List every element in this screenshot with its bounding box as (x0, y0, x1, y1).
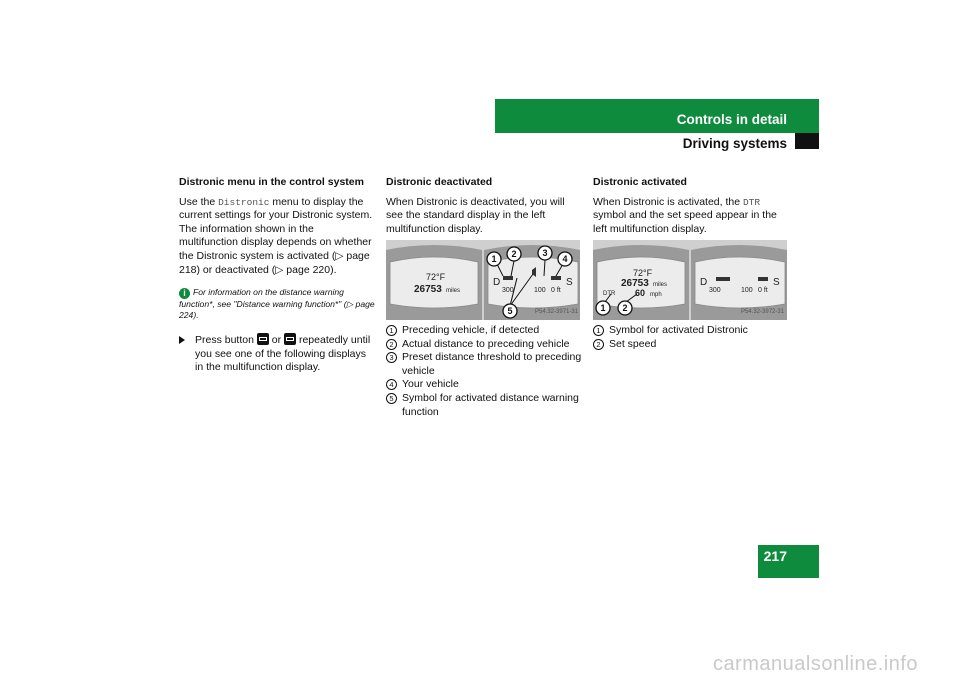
dtr-symbol: DTR (742, 196, 761, 208)
display-button-prev-icon (284, 333, 297, 346)
odometer-unit: miles (446, 288, 460, 294)
section-title: Controls in detail (676, 112, 787, 127)
column-activated: Distronic activated When Distronic is ac… (593, 176, 789, 236)
svg-text:300: 300 (502, 287, 514, 294)
svg-text:mph: mph (650, 292, 662, 298)
svg-text:3: 3 (542, 248, 547, 258)
svg-text:1: 1 (600, 303, 605, 313)
svg-text:2: 2 (622, 303, 627, 313)
step-arrow-icon (179, 336, 185, 345)
svg-text:5: 5 (507, 306, 512, 316)
paragraph-deactivated: When Distronic is deactivated, you will … (386, 195, 565, 235)
odometer-readout: 26753 (414, 284, 442, 295)
svg-text:4: 4 (562, 254, 567, 264)
svg-text:100: 100 (741, 287, 753, 294)
heading-deactivated: Distronic deactivated (386, 176, 493, 188)
svg-text:miles: miles (653, 282, 667, 288)
paragraph-activated: When Distronic is activated, the DTR sym… (593, 195, 777, 235)
dtr-readout: DTR (603, 291, 616, 297)
page-number: 217 (763, 548, 787, 564)
svg-text:26753: 26753 (621, 278, 649, 289)
callout-2 (617, 300, 633, 316)
header-band (495, 99, 819, 133)
callout-4 (557, 251, 573, 267)
svg-text:2: 2 (511, 249, 516, 259)
figure-code-activated: P54.32-3972-31 (741, 309, 785, 315)
figure-code-deactivated: P54.32-3971-31 (535, 309, 579, 315)
paragraph-menu: Use the Distronic menu to display the cu… (179, 195, 373, 276)
svg-text:S: S (566, 277, 573, 288)
callout-5 (502, 303, 518, 319)
callout-2 (506, 246, 522, 262)
set-speed-readout: 60 (635, 288, 645, 298)
svg-text:0 ft: 0 ft (551, 287, 561, 294)
heading-activated: Distronic activated (593, 176, 687, 188)
callout-1 (486, 251, 502, 267)
callout-1 (595, 300, 611, 316)
own-vehicle-icon (551, 276, 561, 280)
svg-text:100: 100 (534, 287, 546, 294)
figure-distronic-deactivated: 72°F 26753 miles D S 300 100 0 ft 1 2 3 … (386, 240, 580, 320)
callout-3 (537, 245, 553, 261)
info-icon: i (179, 288, 190, 300)
temp-readout: 72°F (426, 272, 446, 282)
svg-text:D: D (493, 277, 500, 288)
column-menu: Distronic menu in the control system Use… (179, 176, 375, 375)
section-subtitle: Driving systems (682, 136, 787, 151)
svg-text:300: 300 (709, 287, 721, 294)
heading-distronic-menu: Distronic menu in the control system (179, 176, 364, 188)
svg-text:D: D (700, 277, 707, 288)
preceding-vehicle-icon (503, 276, 513, 280)
display-button-next-icon (256, 333, 269, 346)
menu-name: Distronic (218, 196, 270, 208)
instruction-step: Press button or repeatedly until you see… (179, 333, 375, 375)
svg-text:0 ft: 0 ft (758, 287, 768, 294)
page-number-box (758, 545, 819, 578)
svg-text:S: S (773, 277, 780, 288)
footer-watermark: carmanualsonline.info (712, 653, 918, 675)
svg-text:72°F: 72°F (633, 268, 653, 278)
header-tab (795, 133, 819, 149)
column-deactivated: Distronic deactivated When Distronic is … (386, 176, 582, 236)
svg-text:1: 1 (491, 254, 496, 264)
figure-distronic-activated: 72°F 26753 miles DTR 60 mph D S 300 100 … (593, 240, 787, 320)
